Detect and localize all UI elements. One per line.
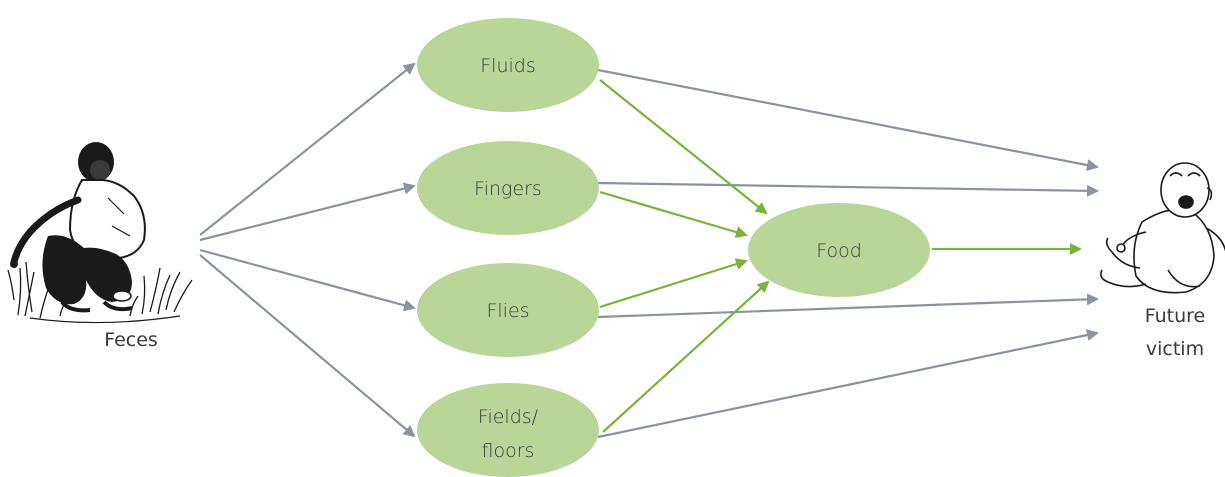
fingers-label: Fingers (474, 178, 542, 200)
node-fluids: Fluids (417, 18, 599, 112)
arrow-feces-to-fluids (199, 62, 416, 236)
food-arrows (599, 79, 1082, 433)
node-flies: Flies (417, 263, 599, 357)
arrow-fields-to-food (602, 280, 770, 433)
arrow-fingers-to-food (599, 190, 748, 238)
arrow-fluids-to-victim (597, 68, 1099, 171)
flies-label: Flies (486, 300, 529, 322)
fluids-ellipse (417, 18, 599, 112)
feces-illustration (7, 142, 193, 324)
flies-ellipse (417, 263, 599, 357)
arrow-flies-to-food (599, 258, 748, 309)
arrow-feces-to-fingers (199, 182, 416, 242)
arrow-feces-to-flies (199, 248, 416, 312)
feces-label: Feces (104, 329, 158, 351)
node-food: Food (748, 203, 930, 297)
victim-arrows (597, 68, 1099, 439)
victim-label-line2: victim (1146, 338, 1204, 360)
arrow-fingers-to-victim (597, 181, 1099, 197)
food-label: Food (816, 240, 862, 262)
fluids-label: Fluids (480, 55, 536, 77)
fields-floors-ellipse (417, 383, 599, 477)
arrow-fields-to-victim (597, 329, 1099, 439)
fields-floors-label-line1: Fields/ (478, 406, 539, 428)
node-fingers: Fingers (417, 141, 599, 235)
source-arrows (199, 62, 416, 438)
victim-illustration (1100, 162, 1225, 294)
fields-floors-label-line2: floors (482, 440, 535, 462)
fingers-ellipse (417, 141, 599, 235)
arrow-fluids-to-food (599, 79, 768, 215)
arrow-feces-to-fields (199, 254, 416, 438)
food-ellipse (748, 203, 930, 297)
arrow-flies-to-victim (597, 293, 1099, 319)
victim-label-line1: Future (1145, 305, 1206, 327)
node-fields-floors: Fields/ floors (417, 383, 599, 477)
